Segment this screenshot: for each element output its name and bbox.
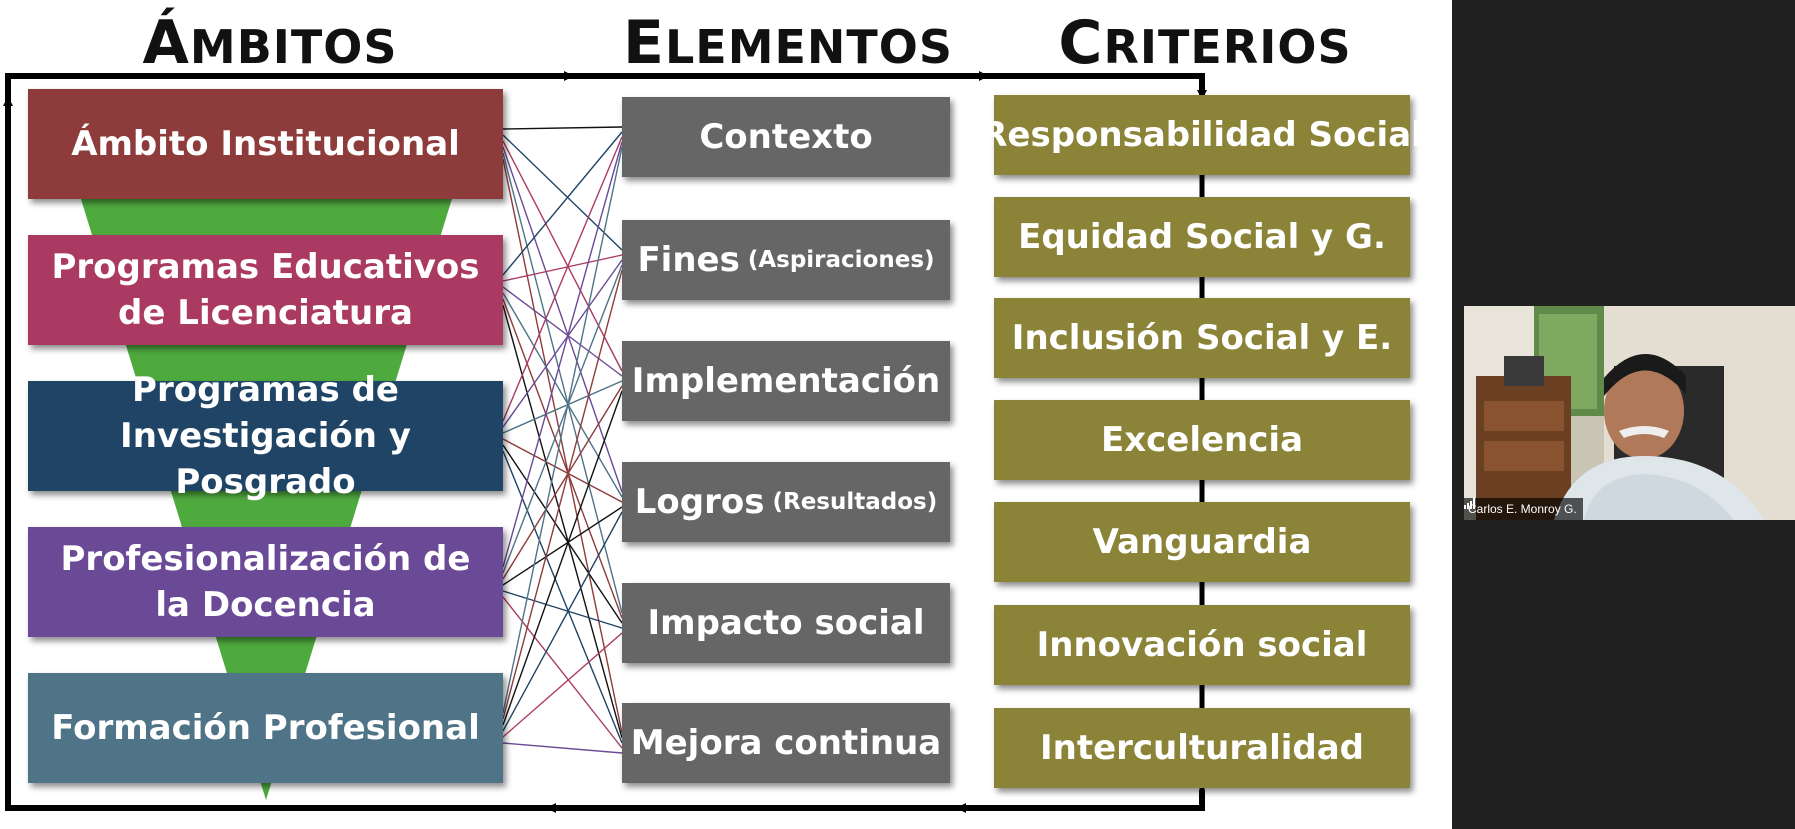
ambito-label: Profesionalización de la Docencia — [60, 539, 471, 625]
criterio-box-responsabilidad: Responsabilidad Social — [981, 95, 1423, 175]
connection-line — [502, 298, 623, 619]
criterio-box-excelencia: Excelencia — [994, 400, 1410, 480]
elemento-label: Mejora continua — [630, 723, 942, 763]
connection-line — [502, 146, 623, 714]
ambito-box-docencia: Profesionalización de la Docencia — [28, 527, 503, 637]
ambito-box-institucional: Ámbito Institucional — [28, 89, 503, 199]
elemento-box-logros: Logros (Resultados) — [622, 462, 950, 542]
connection-line — [502, 264, 623, 574]
connection-line — [502, 136, 623, 422]
connection-line — [502, 380, 623, 434]
elemento-label: Fines — [637, 240, 740, 280]
connection-line — [502, 146, 623, 493]
elemento-label: Contexto — [699, 117, 873, 157]
criterio-label: Equidad Social y G. — [1018, 217, 1386, 257]
criterio-box-innovacion: Innovación social — [994, 605, 1410, 685]
connection-line — [502, 259, 623, 428]
elemento-box-fines: Fines (Aspiraciones) — [622, 220, 950, 300]
ambito-label: Programas de Investigación y Posgrado — [120, 370, 411, 502]
presentation-slide: Ámbitos Elementos Criterios Ámbito Insti… — [0, 0, 1452, 829]
connection-line — [502, 444, 623, 624]
elemento-note: (Aspiraciones) — [747, 247, 935, 273]
connection-line — [502, 131, 623, 276]
elemento-box-implementacion: Implementación — [622, 341, 950, 421]
criterio-label: Vanguardia — [1092, 522, 1312, 562]
connection-line — [502, 158, 623, 734]
connection-line — [502, 141, 623, 568]
connection-line — [502, 596, 623, 749]
ambito-label: Programas Educativos de Licenciatura — [51, 247, 480, 333]
participant-name-tag: Carlos E. Monroy G. — [1464, 498, 1583, 520]
ambito-box-investigacion: Programas de Investigación y Posgrado — [28, 370, 503, 502]
connection-line — [502, 269, 623, 720]
criterio-label: Excelencia — [1100, 420, 1304, 460]
connection-lines — [502, 126, 623, 754]
criterio-box-vanguardia: Vanguardia — [994, 502, 1410, 582]
connection-line — [502, 126, 623, 130]
connection-line — [502, 292, 623, 498]
connection-line — [502, 152, 623, 614]
elemento-label: Impacto social — [647, 603, 925, 643]
connection-line — [502, 385, 623, 580]
criterio-label: Innovación social — [1036, 625, 1368, 665]
criterio-label: Interculturalidad — [1039, 728, 1365, 768]
heading-criterios: Criterios — [1058, 8, 1352, 78]
heading-ambitos: Ámbitos — [142, 8, 398, 78]
signal-bars-icon — [1464, 498, 1475, 509]
connection-line — [502, 254, 623, 282]
criterio-label: Inclusión Social y E. — [1011, 318, 1393, 358]
connection-line — [502, 134, 623, 251]
connection-line — [502, 286, 623, 377]
elemento-box-mejora: Mejora continua — [622, 703, 950, 783]
ambito-label: Formación Profesional — [51, 708, 480, 748]
connection-line — [502, 506, 623, 586]
connection-line — [502, 140, 623, 372]
connection-line — [502, 742, 623, 754]
elemento-label: Implementación — [631, 361, 941, 401]
connection-line — [502, 450, 623, 744]
connection-line — [502, 590, 623, 629]
participant-name: Carlos E. Monroy G. — [1468, 502, 1577, 516]
connection-line — [502, 390, 623, 726]
participant-video-frame — [1464, 306, 1795, 520]
criterio-box-interculturalidad: Interculturalidad — [994, 708, 1410, 788]
flow-arrow-down — [985, 73, 1207, 100]
connection-line — [502, 511, 623, 732]
criterio-label: Responsabilidad Social — [981, 115, 1423, 155]
ambito-label: Ámbito Institucional — [71, 124, 460, 164]
connection-line — [502, 304, 623, 739]
connection-line — [502, 632, 623, 738]
elemento-box-contexto: Contexto — [622, 97, 950, 177]
connection-line — [502, 438, 623, 503]
criterio-box-inclusion: Inclusión Social y E. — [994, 298, 1410, 378]
heading-elementos: Elementos — [622, 8, 954, 78]
ambito-box-licenciatura: Programas Educativos de Licenciatura — [28, 235, 503, 345]
elemento-box-impacto: Impacto social — [622, 583, 950, 663]
flow-arrow-left-up — [3, 96, 550, 811]
flow-arrow-bottom-1 — [956, 790, 1205, 813]
participant-video-tile[interactable]: Carlos E. Monroy G. — [1464, 306, 1795, 520]
elemento-note: (Resultados) — [772, 489, 938, 515]
criterio-box-equidad: Equidad Social y G. — [994, 197, 1410, 277]
elemento-label: Logros — [634, 482, 765, 522]
ambito-box-formacion: Formación Profesional — [28, 673, 503, 783]
